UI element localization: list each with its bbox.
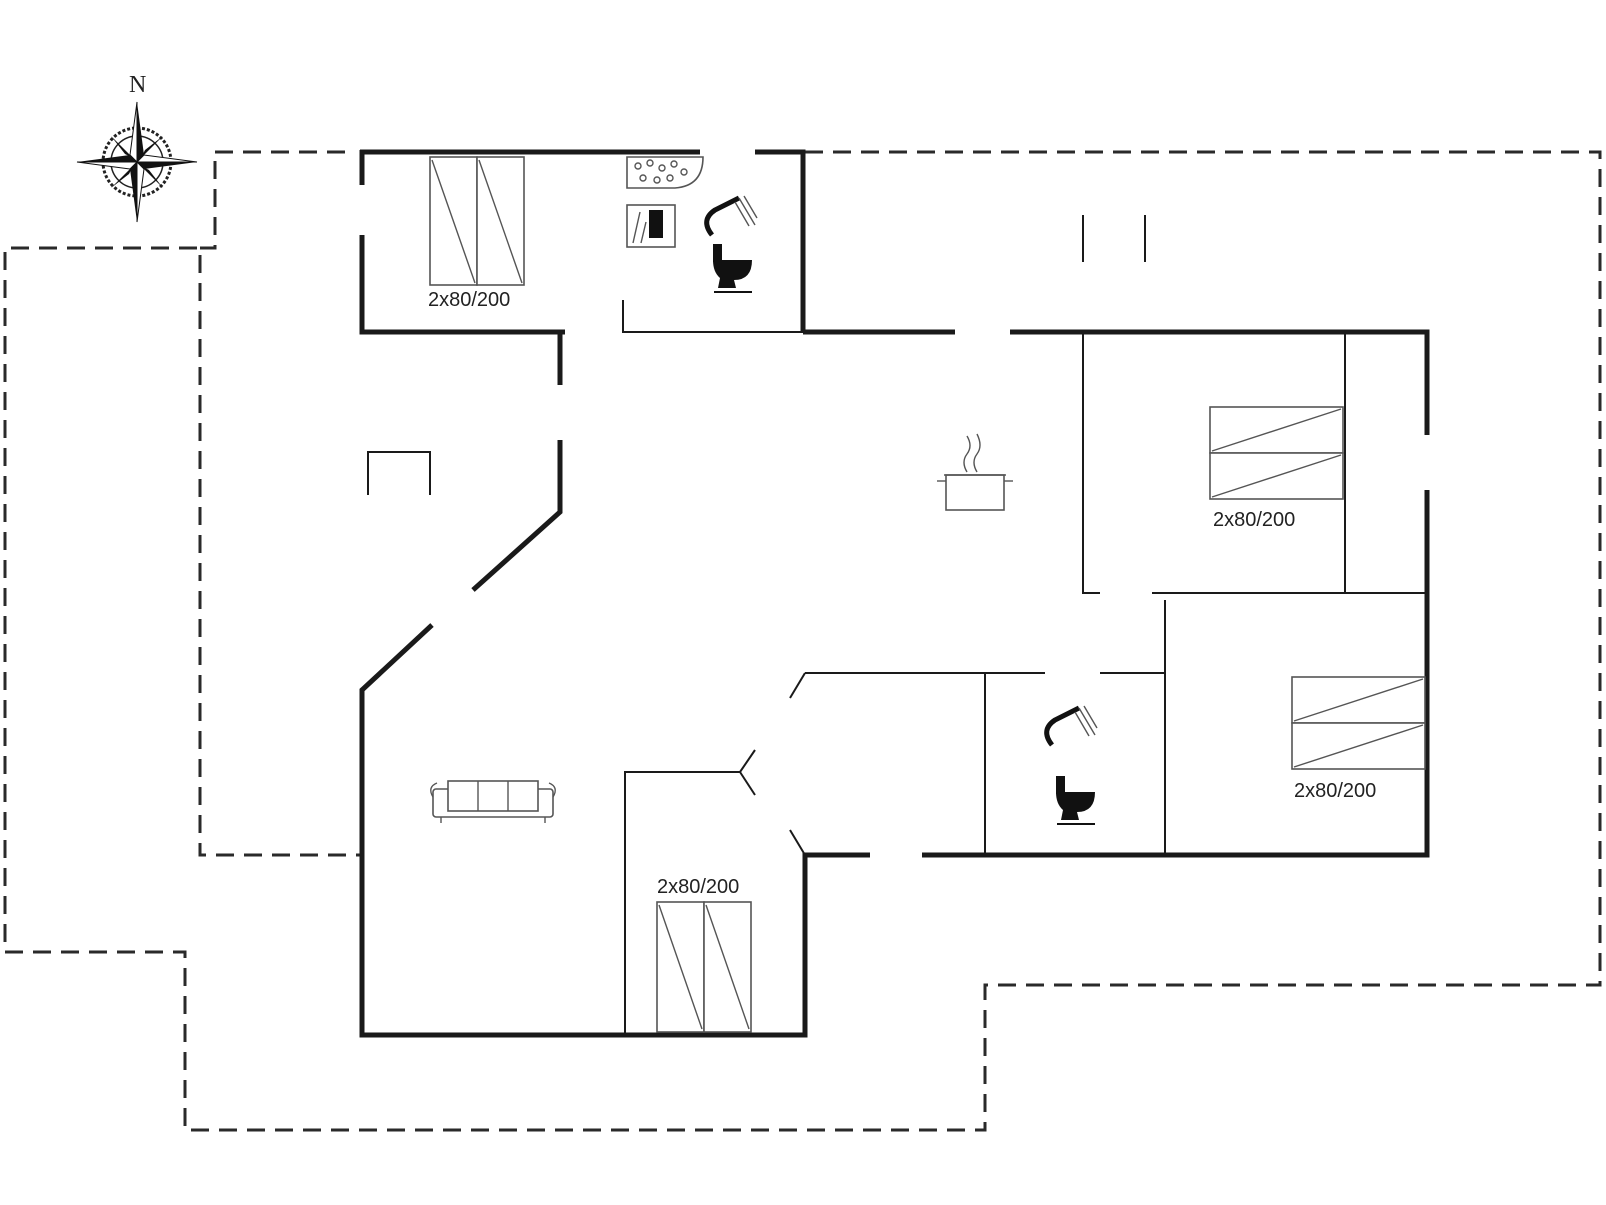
toilet-icon [1056,776,1095,825]
bed-east-lower: 2x80/200 [1291,676,1426,802]
bed-south-label: 2x80/200 [657,876,739,898]
bed-east-upper: 2x80/200 [1209,406,1344,531]
sauna-icon [626,156,704,248]
bed-south: 2x80/200 [656,876,752,1033]
bed-east-lower-label: 2x80/200 [1294,780,1376,802]
bed-east-upper-label: 2x80/200 [1213,509,1295,531]
walls [359,149,1430,1038]
compass-north-label: N [129,72,146,98]
compass-rose-icon: N [76,72,198,223]
shower-icon [704,195,758,237]
sofa-icon [430,780,556,823]
bed-north-label: 2x80/200 [428,289,510,311]
shower-icon [1044,705,1098,747]
cooking-pot-icon [937,433,1013,511]
terrace-outline [3,150,1602,1132]
toilet-icon [713,244,752,293]
bed-north: 2x80/200 [428,156,525,311]
